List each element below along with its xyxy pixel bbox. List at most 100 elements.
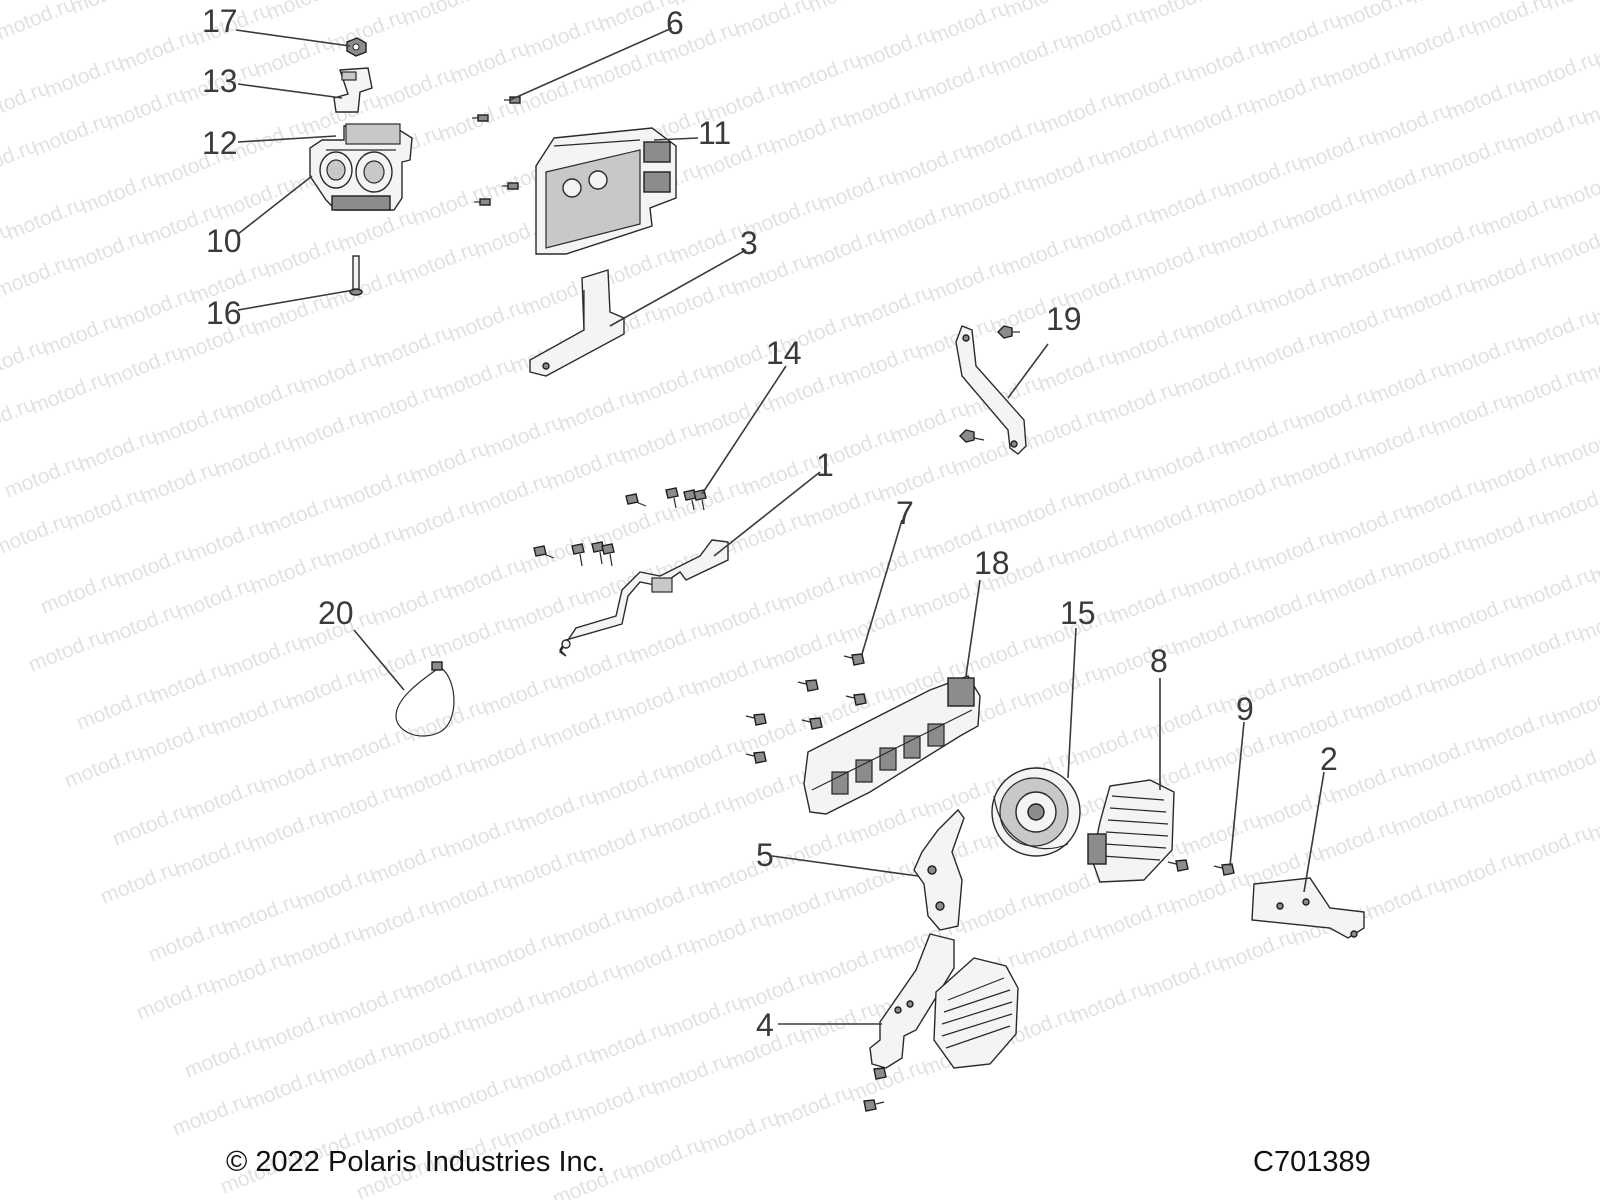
watermark-text: motod.ru xyxy=(553,642,638,694)
watermark-text: motod.ru xyxy=(1329,498,1414,550)
watermark-text: motod.ru xyxy=(815,164,900,216)
watermark-text: motod.ru xyxy=(691,390,776,442)
watermark-text: motod.ru xyxy=(543,442,628,494)
watermark-text: motod.ru xyxy=(575,1074,660,1126)
watermark-text: motod.ru xyxy=(1215,924,1300,976)
watermark-text: motod.ru xyxy=(989,28,1074,80)
watermark-text: motod.ru xyxy=(1259,8,1344,60)
watermark-text: motod.ru xyxy=(257,746,342,798)
callout-18: 18 xyxy=(974,545,1010,581)
watermark-text: motod.ru xyxy=(357,636,442,688)
watermark-text: motod.ru xyxy=(1107,576,1192,628)
watermark-text: motod.ru xyxy=(1355,414,1440,466)
watermark-text: motod.ru xyxy=(1315,814,1400,866)
watermark-text: motod.ru xyxy=(481,410,566,462)
watermark-text: motod.ru xyxy=(407,436,492,488)
watermark-text: motod.ru xyxy=(1543,0,1600,15)
watermark-text: motod.ru xyxy=(25,624,110,676)
watermark-text: motod.ru xyxy=(445,294,530,346)
watermark-text: motod.ru xyxy=(367,836,452,888)
watermark-text: motod.ru xyxy=(851,280,936,332)
watermark-text: motod.ru xyxy=(333,462,418,514)
watermark-text: motod.ru xyxy=(1243,582,1328,634)
watermark-text: motod.ru xyxy=(1443,72,1528,124)
watermark-text: motod.ru xyxy=(1401,730,1486,782)
watermark-text: motod.ru xyxy=(319,778,404,830)
watermark-text: motod.ru xyxy=(359,378,444,430)
watermark-text: motod.ru xyxy=(447,36,532,88)
watermark-text: motod.ru xyxy=(739,448,824,500)
watermark-text: motod.ru xyxy=(355,894,440,946)
callout-14: 14 xyxy=(766,335,802,371)
watermark-text: motod.ru xyxy=(103,82,188,134)
watermark-text: motod.ru xyxy=(623,1132,708,1184)
part-10-relay-holder xyxy=(309,123,413,211)
watermark-text: motod.ru xyxy=(1,450,86,502)
watermark-text: motod.ru xyxy=(1145,434,1230,486)
watermark-text: motod.ru xyxy=(1291,640,1376,692)
part-13-clip xyxy=(333,67,373,113)
watermark-text: motod.ru xyxy=(67,0,152,19)
watermark-text: motod.ru xyxy=(77,166,162,218)
watermark-text: motod.ru xyxy=(1357,156,1442,208)
watermark-text: motod.ru xyxy=(1179,808,1264,860)
watermark-text: motod.ru xyxy=(997,486,1082,538)
watermark-text: motod.ru xyxy=(1389,788,1474,840)
watermark-text: motod.ru xyxy=(1111,60,1196,112)
watermark-text: motod.ru xyxy=(925,254,1010,306)
watermark-text: motod.ru xyxy=(61,740,146,792)
watermark-text: motod.ru xyxy=(1207,466,1292,518)
part-18-fuse-block xyxy=(803,675,981,815)
watermark-text: motod.ru xyxy=(963,112,1048,164)
watermark-text: motod.ru xyxy=(1217,666,1302,718)
watermark-text: motod.ru xyxy=(1025,144,1110,196)
part-19-bracket xyxy=(955,325,1027,455)
watermark-text: motod.ru xyxy=(1477,446,1562,498)
watermark-text: motod.ru xyxy=(587,1016,672,1068)
watermark-text: motod.ru xyxy=(1059,518,1144,570)
watermark-text: motod.ru xyxy=(1501,620,1586,672)
diagram-code: C701389 xyxy=(1253,1146,1371,1178)
part-16-bolt xyxy=(349,255,363,296)
watermark-text: motod.ru xyxy=(1169,608,1254,660)
watermark-text: motod.ru xyxy=(75,424,160,476)
watermark-text: motod.ru xyxy=(1147,176,1232,228)
watermark-text: motod.ru xyxy=(1019,918,1104,970)
watermark-text: motod.ru xyxy=(503,842,588,894)
watermark-text: motod.ru xyxy=(243,1062,328,1114)
watermark-text: motod.ru xyxy=(431,610,516,662)
watermark-text: motod.ru xyxy=(1109,318,1194,370)
watermark-text: motod.ru xyxy=(725,764,810,816)
watermark-text: motod.ru xyxy=(329,978,414,1030)
watermark-text: motod.ru xyxy=(1403,472,1488,524)
watermark-text: motod.ru xyxy=(765,364,850,416)
watermark-text: motod.ru xyxy=(551,900,636,952)
watermark-text: motod.ru xyxy=(245,804,330,856)
watermark-text: motod.ru xyxy=(1427,646,1512,698)
part-7-screws xyxy=(745,653,867,764)
watermark-text: motod.ru xyxy=(727,506,812,558)
watermark-text: motod.ru xyxy=(839,338,924,390)
watermark-text: motod.ru xyxy=(625,874,710,926)
callout-7: 7 xyxy=(896,495,914,531)
watermark-text: motod.ru xyxy=(1391,530,1476,582)
watermark-text: motod.ru xyxy=(1281,440,1366,492)
watermark-text: motod.ru xyxy=(325,4,410,56)
watermark-text: motod.ru xyxy=(1463,762,1548,814)
watermark-text: motod.ru xyxy=(877,196,962,248)
watermark-text: motod.ru xyxy=(1539,478,1600,530)
callout-4: 4 xyxy=(756,1007,774,1043)
watermark-text: motod.ru xyxy=(1333,0,1418,35)
watermark-text: motod.ru xyxy=(801,480,886,532)
watermark-text: motod.ru xyxy=(847,796,932,848)
watermark-text: motod.ru xyxy=(1021,660,1106,712)
watermark-text: motod.ru xyxy=(515,784,600,836)
watermark-text: motod.ru xyxy=(1327,756,1412,808)
watermark-text: motod.ru xyxy=(39,308,124,360)
watermark-text: motod.ru xyxy=(1219,408,1304,460)
watermark-text: motod.ru xyxy=(293,862,378,914)
part-5-bracket xyxy=(913,808,965,931)
watermark-text: motod.ru xyxy=(331,720,416,772)
watermark-text: motod.ru xyxy=(1515,304,1600,356)
